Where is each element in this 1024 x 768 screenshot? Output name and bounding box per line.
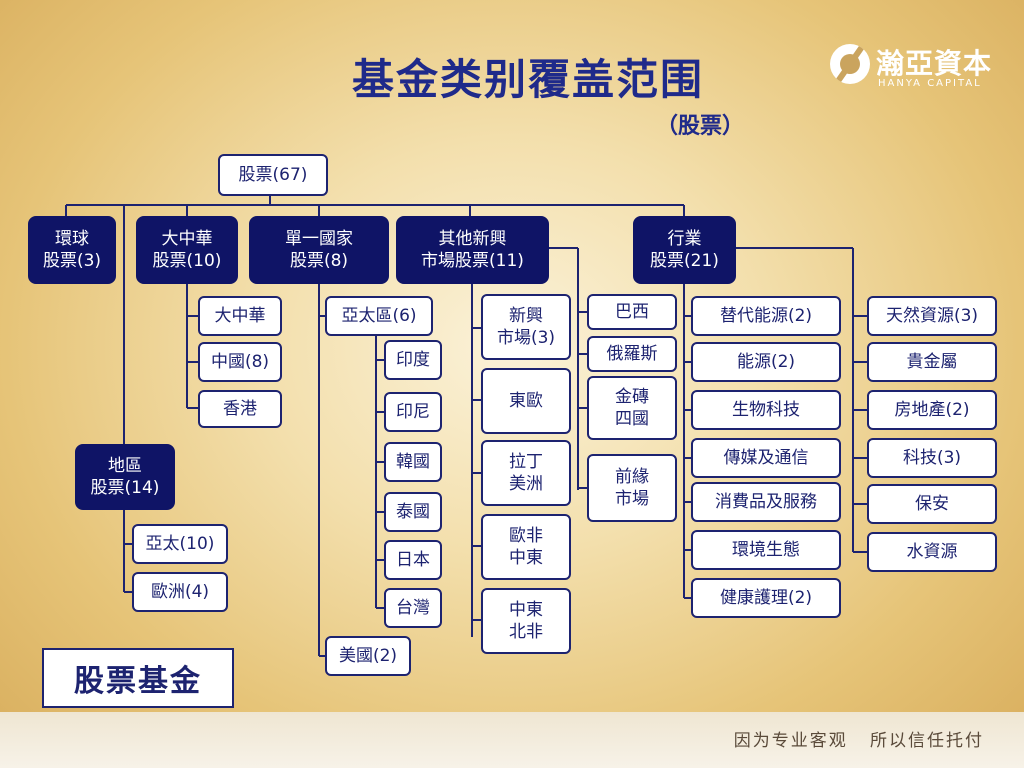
logo-name-en: HANYA CAPITAL xyxy=(878,78,982,89)
asia-pacific-country: 泰國 xyxy=(384,492,442,532)
sector-item: 生物科技 xyxy=(691,390,841,430)
logo-mark-icon xyxy=(830,44,870,84)
usa-group: 美國(2) xyxy=(325,636,411,676)
sector-item: 水資源 xyxy=(867,532,997,572)
footer-band xyxy=(0,712,1024,768)
asia-pacific-country: 韓國 xyxy=(384,442,442,482)
sector-item: 傳媒及通信 xyxy=(691,438,841,478)
sector-item: 房地產(2) xyxy=(867,390,997,430)
equity-fund-label: 股票基金 xyxy=(42,648,234,708)
sector-item: 環境生態 xyxy=(691,530,841,570)
greater-china-item: 大中華 xyxy=(198,296,282,336)
sector-item: 貴金屬 xyxy=(867,342,997,382)
root-node-equity: 股票(67) xyxy=(218,154,328,196)
company-logo: 瀚亞資本 HANYA CAPITAL xyxy=(830,42,993,94)
emerging-region: 新興 市場(3) xyxy=(481,294,571,360)
region-item: 亞太(10) xyxy=(132,524,228,564)
emerging-region: 拉丁 美洲 xyxy=(481,440,571,506)
emerging-region: 東歐 xyxy=(481,368,571,434)
sector-item: 健康護理(2) xyxy=(691,578,841,618)
asia-pacific-country: 印度 xyxy=(384,340,442,380)
sector-item: 科技(3) xyxy=(867,438,997,478)
emerging-country: 金磚 四國 xyxy=(587,376,677,440)
emerging-country: 俄羅斯 xyxy=(587,336,677,372)
category-other-emerging-equity: 其他新興 市場股票(11) xyxy=(396,216,549,284)
page-subtitle: （股票） xyxy=(656,114,745,139)
region-item: 歐洲(4) xyxy=(132,572,228,612)
sector-item: 替代能源(2) xyxy=(691,296,841,336)
sector-item: 天然資源(3) xyxy=(867,296,997,336)
asia-pacific-group: 亞太區(6) xyxy=(325,296,433,336)
sector-item: 能源(2) xyxy=(691,342,841,382)
slogan-text: 因为专业客观 所以信任托付 xyxy=(733,731,984,751)
asia-pacific-country: 台灣 xyxy=(384,588,442,628)
emerging-region: 中東 北非 xyxy=(481,588,571,654)
sector-item: 消費品及服務 xyxy=(691,482,841,522)
category-single-country-equity: 單一國家 股票(8) xyxy=(249,216,389,284)
category-region-equity: 地區 股票(14) xyxy=(75,444,175,510)
greater-china-item: 香港 xyxy=(198,390,282,428)
emerging-region: 歐非 中東 xyxy=(481,514,571,580)
emerging-country: 前緣 市場 xyxy=(587,454,677,522)
emerging-country: 巴西 xyxy=(587,294,677,330)
greater-china-item: 中國(8) xyxy=(198,342,282,382)
logo-name-cn: 瀚亞資本 xyxy=(876,47,993,80)
category-sector-equity: 行業 股票(21) xyxy=(633,216,736,284)
category-greater-china-equity: 大中華 股票(10) xyxy=(136,216,238,284)
asia-pacific-country: 印尼 xyxy=(384,392,442,432)
sector-item: 保安 xyxy=(867,484,997,524)
category-global-equity: 環球 股票(3) xyxy=(28,216,116,284)
page-title: 基金类别覆盖范围 xyxy=(352,55,705,104)
asia-pacific-country: 日本 xyxy=(384,540,442,580)
